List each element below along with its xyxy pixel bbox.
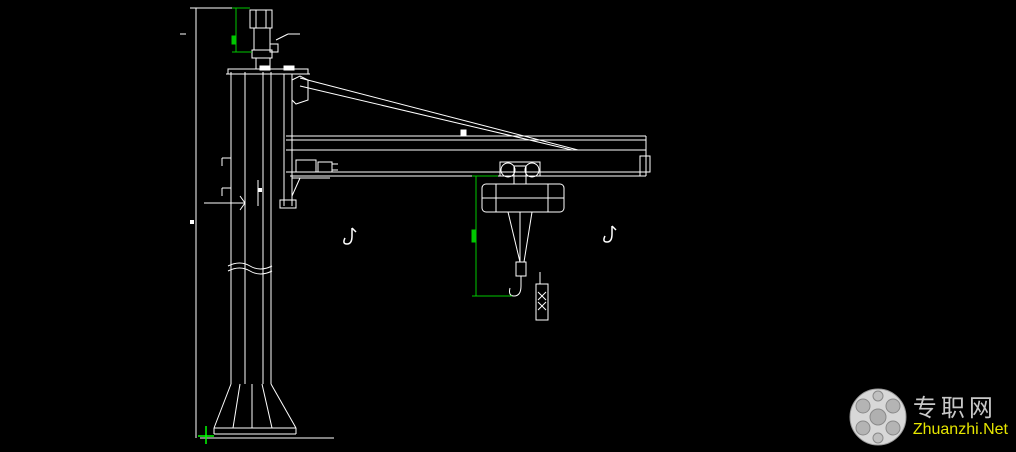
hook-left <box>343 227 357 245</box>
dimension-lines <box>231 7 512 297</box>
soccer-ball-logo-icon <box>849 388 907 446</box>
hook-right <box>603 225 617 243</box>
watermark-chinese: 专职网 <box>912 394 997 422</box>
watermark: 专职网 Zhuanzhi.Net <box>849 388 1008 446</box>
watermark-text: 专职网 Zhuanzhi.Net <box>913 395 1008 439</box>
ucs-icon <box>198 426 214 444</box>
slewing-drive-motor <box>249 9 300 71</box>
jib-arm <box>279 74 651 209</box>
column <box>190 7 334 439</box>
electric-hoist <box>481 161 565 321</box>
dimension-markers <box>180 33 262 224</box>
watermark-site: Zhuanzhi.Net <box>912 421 1008 438</box>
